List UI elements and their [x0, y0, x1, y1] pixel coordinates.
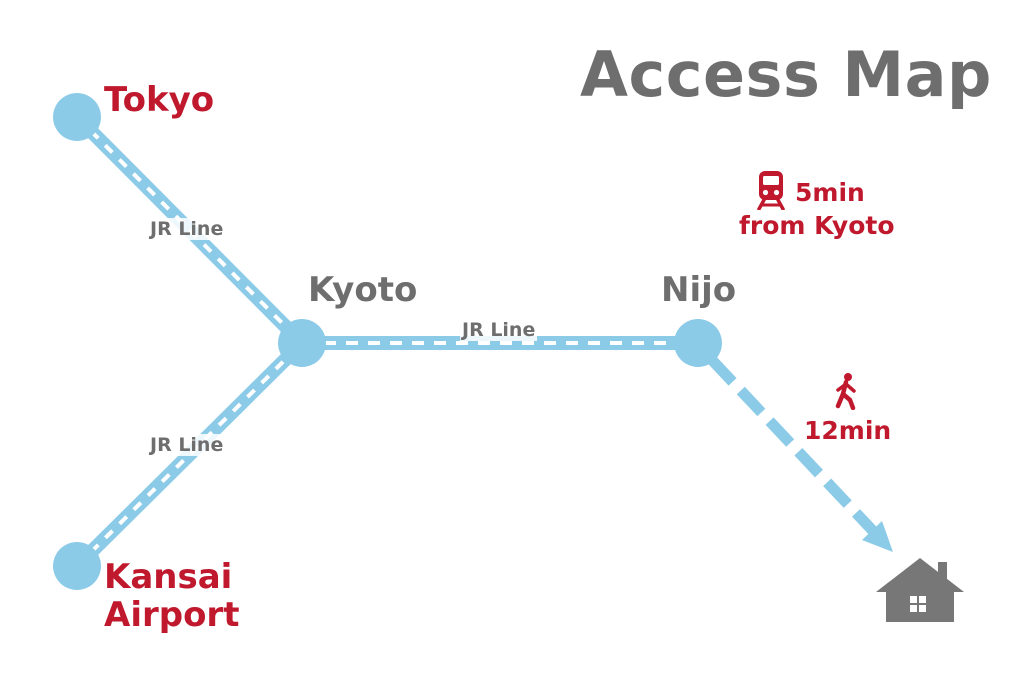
walking-route-arrow	[707, 356, 893, 552]
house-icon	[876, 558, 964, 622]
station-node-nijo	[674, 319, 722, 367]
line-label-kansai-kyoto: JR Line	[148, 434, 226, 456]
station-node-kansai	[53, 542, 101, 590]
station-label-kyoto: Kyoto	[308, 270, 418, 310]
line-label-tokyo-kyoto: JR Line	[148, 218, 226, 240]
page-title: Access Map	[580, 38, 992, 111]
station-label-kansai-airport: Kansai Airport	[104, 558, 239, 634]
station-node-kyoto	[278, 319, 326, 367]
station-label-kansai-line2: Airport	[104, 595, 240, 635]
station-node-tokyo	[53, 93, 101, 141]
walking-person-icon	[835, 373, 856, 410]
walk-time: 12min	[804, 416, 892, 445]
train-origin: from Kyoto	[739, 211, 895, 240]
train-icon	[757, 171, 785, 210]
station-label-tokyo: Tokyo	[104, 80, 215, 120]
station-label-kansai-line1: Kansai	[104, 557, 233, 597]
train-time: 5min	[795, 178, 865, 207]
line-label-kyoto-nijo: JR Line	[460, 319, 538, 341]
station-label-nijo: Nijo	[661, 270, 737, 310]
